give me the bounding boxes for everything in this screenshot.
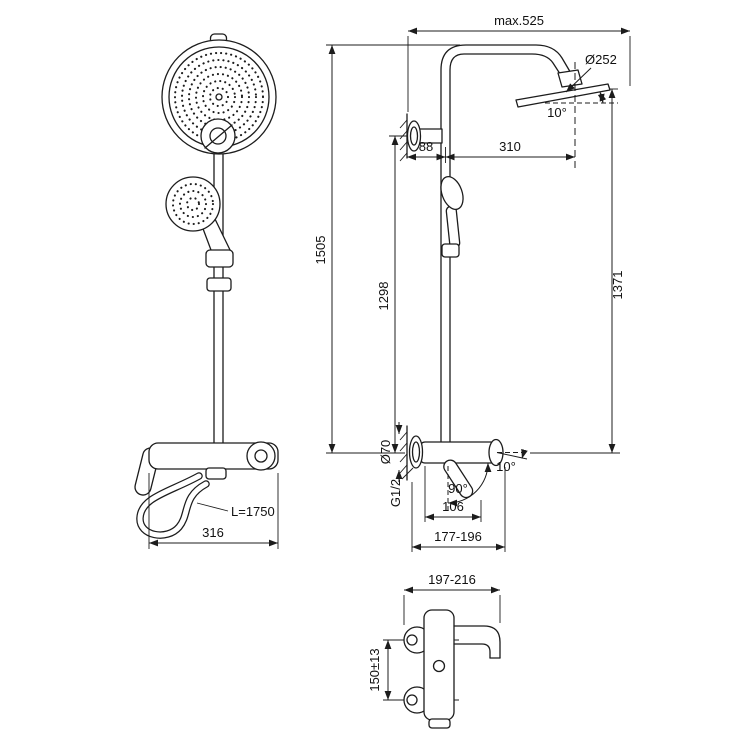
dim-spout-reach: 106 [442,499,464,514]
hose-leader-line [196,502,229,512]
valve-body [403,609,501,729]
dim-total-height: 1505 [313,236,328,265]
valve-view: 197-216 150±13 [367,572,501,729]
mixer-front [134,441,279,496]
dim-hose-length: L=1750 [231,504,275,519]
dim-connection-spacing: 150±13 [367,648,382,691]
dim-depth-range: 177-196 [434,529,482,544]
dim-max-depth: max.525 [494,13,544,28]
dim-connection-thread: G1/2 [388,479,403,507]
dim-head-diameter: Ø252 [585,52,617,67]
wall-bracket [399,113,443,162]
dim-bracket-height: 1298 [376,282,391,311]
shower-hose [136,472,210,539]
dim-head-height: 1371 [610,271,625,300]
dim-spout-tilt: 10° [496,459,516,474]
hand-shower [165,176,234,268]
dim-escutcheon-diameter: Ø70 [378,440,393,465]
head-side [515,69,611,108]
hand-shower-side [440,176,464,258]
swivel-joint [200,118,236,154]
dim-pipe-to-head: 310 [499,139,521,154]
front-view: L=1750 316 [134,33,279,549]
side-view: 1505 1298 1371 10° max.525 Ø252 [313,13,631,552]
rail-clamp [206,277,232,292]
dim-spout-swivel: 90° [448,481,468,496]
dim-valve-width: 197-216 [428,572,476,587]
dim-head-tilt: 10° [547,105,567,120]
dim-mixer-width: 316 [202,525,224,540]
dim-wall-to-pipe: 88 [419,139,433,154]
riser-pipe-side [440,44,573,444]
